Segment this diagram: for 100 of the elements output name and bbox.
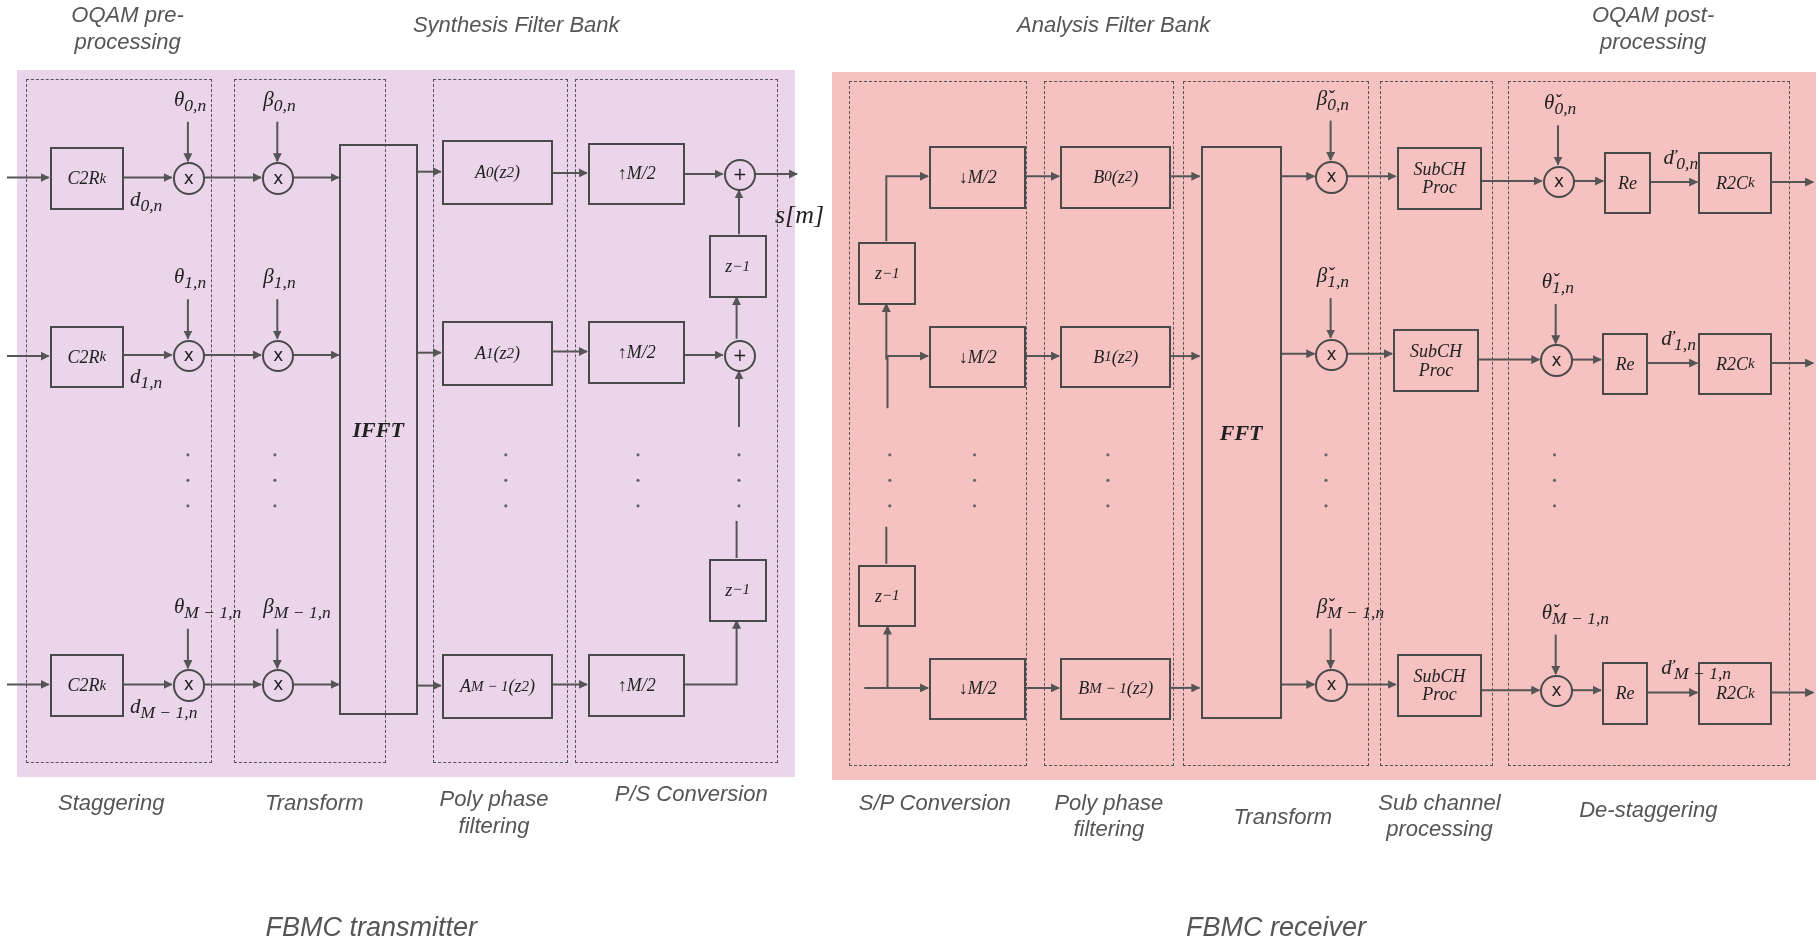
stage-label: P/S Conversion: [613, 780, 769, 807]
signal-block: ↓M/2: [929, 657, 1027, 721]
arrow: [732, 296, 742, 340]
stage-label: Transform: [1232, 803, 1334, 831]
signal-block: SubCH Proc: [1396, 147, 1483, 210]
arrow: [886, 351, 930, 410]
stage-label: Poly phase filtering: [1053, 789, 1165, 843]
arrow: [551, 679, 588, 689]
multiplier-symbol: x: [1315, 338, 1348, 372]
edge-label: θ̌$_{M − 1,n}$: [1541, 599, 1610, 629]
multiplier-symbol: x: [262, 162, 295, 195]
signal-line: [885, 525, 888, 565]
arrow: [734, 370, 744, 428]
transform-block: IFFT: [338, 143, 418, 715]
arrow: [863, 683, 930, 693]
arrow: [1480, 176, 1543, 186]
arrow: [1326, 297, 1336, 339]
arrow: [6, 679, 50, 689]
arrow: [1279, 679, 1316, 689]
stage-label: Transform: [263, 789, 365, 817]
edge-label: d$_{1,n}$: [129, 364, 163, 394]
transform-block: FFT: [1200, 146, 1282, 720]
arrow: [292, 173, 340, 182]
section-heading: OQAM post-processing: [1590, 2, 1716, 56]
arrow: [1476, 355, 1541, 365]
arrow: [122, 350, 173, 360]
arrow: [1169, 171, 1201, 181]
arrow: [1169, 351, 1201, 361]
arrow: [1646, 358, 1699, 368]
section-heading: FBMC transmitter: [264, 910, 479, 944]
signal-block: ↑M/2: [587, 654, 686, 717]
signal-block: Re: [1604, 151, 1651, 215]
arrow: [1648, 177, 1699, 187]
signal-block: SubCH Proc: [1396, 654, 1483, 717]
stage-label: Poly phase filtering: [438, 786, 550, 840]
adder-symbol: +: [723, 158, 757, 192]
arrow: [1573, 176, 1605, 186]
arrow: [885, 171, 930, 243]
edge-label: β$_{M − 1,n}$: [263, 593, 331, 624]
arrow: [1480, 685, 1541, 695]
multiplier-symbol: x: [172, 669, 206, 702]
signal-block: Re: [1601, 332, 1649, 396]
edge-label: θ$_{1,n}$: [174, 264, 207, 294]
arrow: [6, 173, 50, 182]
multiplier-symbol: x: [262, 669, 295, 702]
arrow: [1553, 124, 1563, 166]
multiplier-symbol: x: [1540, 675, 1573, 708]
arrow: [183, 120, 193, 163]
edge-label: β$_{1,n}$: [263, 264, 296, 294]
arrow: [6, 351, 50, 361]
arrow: [1770, 177, 1815, 187]
arrow: [683, 169, 724, 179]
arrow: [754, 169, 798, 179]
arrow: [272, 627, 282, 670]
arrow: [1169, 683, 1201, 693]
arrow: [183, 298, 193, 340]
arrow: [416, 681, 442, 691]
arrow: [1570, 355, 1602, 365]
arrow: [1646, 688, 1699, 698]
edge-label: s[m]: [774, 199, 825, 230]
edge-label: θ$_{0,n}$: [174, 87, 207, 117]
signal-block: Re: [1601, 662, 1649, 725]
arrow: [416, 167, 442, 177]
arrow: [416, 348, 442, 358]
edge-label: ď$_{M − 1,n}$: [1661, 655, 1731, 685]
arrow: [272, 298, 282, 340]
arrow: [1024, 351, 1061, 361]
edge-label: d$_{0,n}$: [129, 186, 163, 216]
arrow: [551, 347, 588, 356]
arrow: [203, 679, 262, 689]
arrow: [1326, 627, 1336, 670]
arrow: [1770, 358, 1815, 368]
arrow: [1770, 688, 1815, 698]
stage-label: Staggering: [57, 789, 166, 817]
multiplier-symbol: x: [1315, 669, 1348, 702]
edge-label: θ̌$_{0,n}$: [1544, 90, 1577, 120]
stage-label: S/P Conversion: [857, 789, 1012, 817]
arrow: [272, 120, 282, 163]
multiplier-symbol: x: [1542, 165, 1576, 199]
edge-label: β$_{0,n}$: [263, 87, 296, 117]
edge-label: β̌$_{1,n}$: [1316, 263, 1349, 293]
signal-block: ↓M/2: [929, 325, 1027, 389]
arrow: [203, 350, 262, 360]
signal-block: ↑M/2: [587, 321, 686, 384]
signal-block: ↑M/2: [587, 142, 686, 206]
edge-label: ď$_{1,n}$: [1661, 325, 1696, 356]
arrow: [734, 189, 744, 236]
section-heading: Analysis Filter Bank: [1015, 11, 1212, 38]
arrow: [881, 302, 891, 361]
stage-label: Sub channel processing: [1377, 789, 1502, 843]
stage-label: De-staggering: [1578, 796, 1719, 824]
arrow: [203, 173, 262, 182]
arrow: [1345, 679, 1397, 689]
edge-label: θ̌$_{1,n}$: [1541, 269, 1574, 299]
arrow: [1024, 171, 1061, 181]
multiplier-symbol: x: [1540, 344, 1573, 377]
edge-label: β̌$_{0,n}$: [1316, 85, 1349, 116]
arrow: [1024, 683, 1061, 693]
arrow: [683, 350, 724, 360]
signal-block: ↓M/2: [929, 146, 1027, 209]
